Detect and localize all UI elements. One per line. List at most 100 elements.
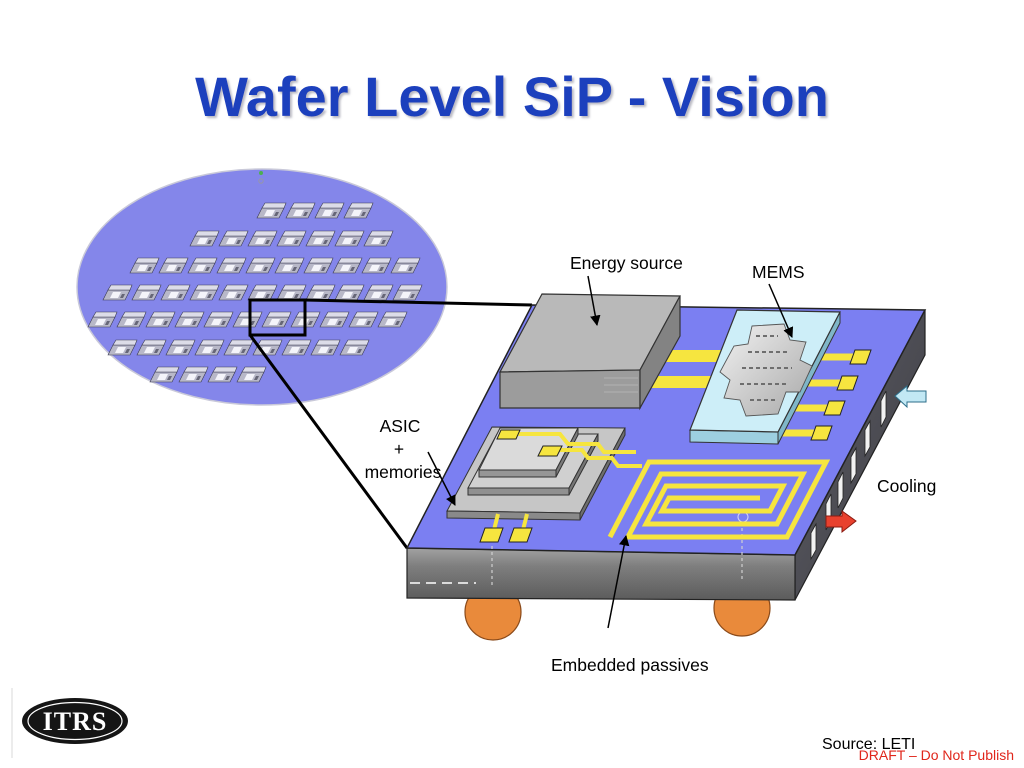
- wafer-die-core: [327, 319, 338, 325]
- wafer-die-notch: [236, 294, 241, 298]
- wafer-die-cap: [252, 230, 278, 237]
- zoom-selection-box: [248, 298, 307, 337]
- wafer-die-cap: [308, 257, 334, 264]
- wafer-die-core: [322, 210, 333, 216]
- wafer-die-core: [139, 292, 150, 298]
- wafer-die-cap: [121, 311, 147, 318]
- wafer-die-core: [244, 374, 255, 380]
- wafer-die-notch: [337, 321, 342, 325]
- cooling-outflow-arrow-icon: [825, 510, 857, 534]
- wafer-die-notch: [196, 376, 201, 380]
- wafer-die-notch: [299, 349, 304, 353]
- wafer-die: [319, 311, 350, 328]
- wafer-die-core: [137, 265, 148, 271]
- energy-source-front: [499, 369, 641, 409]
- wafer-die-core: [197, 238, 208, 244]
- wafer-die-notch: [381, 240, 386, 244]
- wafer-die-notch: [221, 321, 226, 325]
- wafer-die-core: [110, 292, 121, 298]
- wafer-die-core: [289, 347, 300, 353]
- wafer-die: [281, 339, 312, 356]
- wafer-die-notch: [410, 294, 415, 298]
- wafer-die-core: [153, 319, 164, 325]
- asic-interconnect: [556, 448, 642, 468]
- label-cooling: Cooling: [877, 476, 936, 496]
- wafer-die: [276, 230, 307, 247]
- wafer-die-core: [342, 292, 353, 298]
- wafer-die-cap: [141, 339, 167, 346]
- wafer-die: [136, 339, 167, 356]
- wafer-die-cap: [212, 366, 238, 373]
- wafer-die-core: [195, 265, 206, 271]
- asic-bond-pad: [537, 445, 563, 457]
- wafer-die-cap: [382, 311, 408, 318]
- wafer-die: [314, 202, 345, 219]
- wafer-die-core: [282, 265, 293, 271]
- wafer-die-notch: [303, 212, 308, 216]
- wafer-die-cap: [194, 284, 220, 291]
- wafer-die: [285, 202, 316, 219]
- cooling-vent: [880, 390, 887, 428]
- wafer-die-notch: [308, 321, 313, 325]
- wafer-die-notch: [241, 349, 246, 353]
- asic-down-trace: [492, 513, 500, 531]
- wafer-die-core: [211, 319, 222, 325]
- label-energy-source: Energy source: [570, 253, 683, 273]
- wafer-die-core: [255, 238, 266, 244]
- cooling-vent: [810, 522, 817, 561]
- wafer-die-notch: [176, 267, 181, 271]
- wafer-die: [165, 339, 196, 356]
- wafer-die: [158, 257, 189, 274]
- wafer-die: [348, 311, 379, 328]
- wafer-die-notch: [225, 376, 230, 380]
- zoom-line-bottom: [248, 334, 409, 549]
- wafer-die: [174, 311, 205, 328]
- wafer-die-cap: [310, 230, 336, 237]
- wafer-die: [102, 284, 133, 301]
- wafer-die-notch: [357, 349, 362, 353]
- wafer-die-cap: [228, 339, 254, 346]
- wafer-die-cap: [194, 230, 220, 237]
- wafer-die-notch: [236, 240, 241, 244]
- cooling-vent: [864, 419, 871, 458]
- wafer-die-cap: [279, 257, 305, 264]
- wafer-die-notch: [379, 267, 384, 271]
- wafer-die: [160, 284, 191, 301]
- wafer-marker-dot: [259, 171, 263, 175]
- wafer-die-core: [371, 292, 382, 298]
- wafer-die: [334, 284, 365, 301]
- wafer-die: [276, 284, 307, 301]
- wafer-die-cap: [319, 202, 345, 209]
- wafer-die-notch: [120, 294, 125, 298]
- wafer-die-core: [369, 265, 380, 271]
- wafer-die-cap: [192, 257, 218, 264]
- wafer-die-notch: [294, 294, 299, 298]
- wafer-die-notch: [265, 294, 270, 298]
- wafer-die-core: [385, 319, 396, 325]
- wafer-die-notch: [350, 267, 355, 271]
- wafer-die-notch: [332, 212, 337, 216]
- wafer-die-cap: [353, 311, 379, 318]
- wafer-die-cap: [221, 257, 247, 264]
- wafer-die: [361, 257, 392, 274]
- energy-source-pointer: [587, 275, 601, 327]
- wafer-die-notch: [205, 267, 210, 271]
- wafer-die-notch: [263, 267, 268, 271]
- substrate-pad: [508, 527, 533, 543]
- wafer-die: [218, 230, 249, 247]
- label-asic: ASIC: [380, 416, 421, 436]
- wafer-die-notch: [381, 294, 386, 298]
- wafer-die: [390, 257, 421, 274]
- wafer-die-cap: [344, 339, 370, 346]
- label-asic-memories: memories: [365, 462, 442, 482]
- wafer-die-cap: [92, 311, 118, 318]
- wafer-die: [149, 366, 180, 383]
- wafer-die-cap: [310, 284, 336, 291]
- wafer-die-cap: [295, 311, 321, 318]
- wafer-die-core: [182, 319, 193, 325]
- wafer-marker-ring: [258, 178, 264, 184]
- wafer-die: [332, 257, 363, 274]
- wafer-die-cap: [223, 230, 249, 237]
- asic-pointer: [427, 451, 456, 506]
- mems-pointer: [768, 283, 794, 338]
